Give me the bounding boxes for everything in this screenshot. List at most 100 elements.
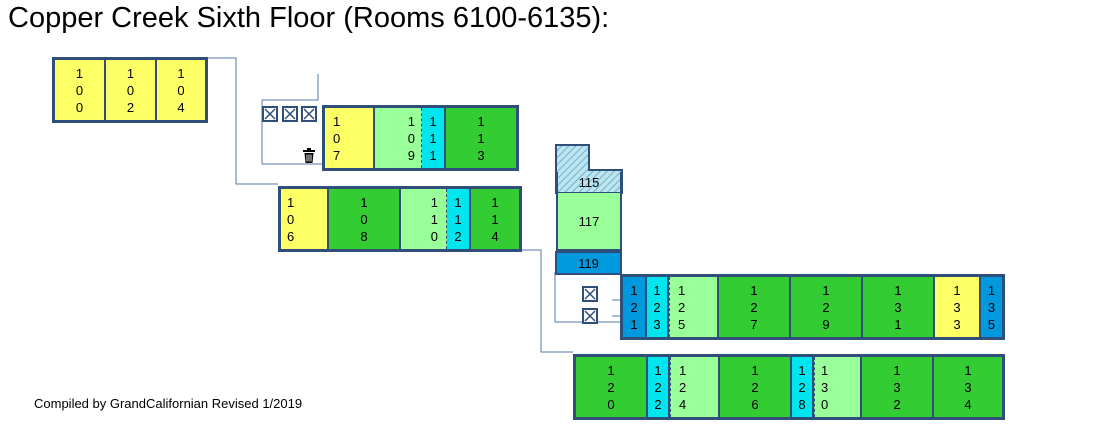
room-number-digit: 6: [287, 228, 295, 244]
room-number-digit: 1: [360, 194, 368, 210]
room-number-digit: 1: [893, 362, 901, 378]
room-number-digit: 9: [407, 147, 415, 163]
room-number-digit: 0: [177, 82, 185, 98]
room-115[interactable]: 115: [556, 172, 622, 194]
room-number-digit: 2: [893, 396, 901, 412]
room-number-digit: 2: [822, 299, 830, 315]
room-number-digit: 2: [654, 396, 662, 412]
room-number-digit: 1: [491, 211, 499, 227]
room-number-digit: 1: [630, 316, 638, 332]
closed-box-icon: [301, 106, 317, 122]
room-number-digit: 1: [894, 316, 902, 332]
hallway-line: [207, 57, 278, 185]
room-number-digit: 1: [454, 211, 462, 227]
room-number-digit: 1: [798, 362, 806, 378]
room-number-digit: 8: [360, 228, 368, 244]
room-number-digit: 1: [750, 282, 758, 298]
hallway-line: [261, 74, 322, 165]
room-number-digit: 1: [430, 211, 438, 227]
room-number-digit: 1: [430, 194, 438, 210]
room-number-digit: 6: [751, 396, 759, 412]
room-number-digit: 2: [798, 379, 806, 395]
room-number-digit: 1: [454, 194, 462, 210]
room-number-digit: 1: [894, 282, 902, 298]
room-number-digit: 0: [287, 211, 295, 227]
room-number-digit: 1: [75, 65, 84, 81]
room-119[interactable]: 119: [555, 251, 622, 275]
room-number-digit: 3: [953, 316, 961, 332]
room-number-digit: 2: [750, 299, 758, 315]
room-number-digit: 1: [953, 282, 961, 298]
room-number-digit: 3: [653, 316, 661, 332]
hallway-line: [554, 272, 620, 323]
room-number-digit: 1: [429, 130, 437, 146]
room-number-digit: 0: [607, 396, 615, 412]
room-number-digit: 1: [429, 113, 437, 129]
page-title: Copper Creek Sixth Floor (Rooms 6100-613…: [8, 2, 610, 34]
room-number-digit: 1: [333, 113, 341, 129]
room-number-digit: 3: [477, 147, 485, 163]
room-number-digit: 0: [821, 396, 829, 412]
room-number-digit: 4: [964, 396, 972, 412]
room-number-digit: 3: [953, 299, 961, 315]
room-number-digit: 2: [630, 299, 638, 315]
closed-box-icon: [262, 106, 278, 122]
room-number-digit: 1: [679, 362, 687, 378]
closed-box-icon: [582, 286, 598, 302]
room-number-digit: 1: [678, 282, 686, 298]
room-number-digit: 4: [491, 228, 499, 244]
room-number-digit: 2: [653, 299, 661, 315]
room-number-digit: 8: [798, 396, 806, 412]
closed-box-icon: [582, 308, 598, 324]
room-number-digit: 1: [987, 282, 996, 298]
room-number-digit: 2: [454, 228, 462, 244]
room-number-digit: 3: [893, 379, 901, 395]
trash-icon: [303, 148, 315, 163]
room-number-digit: 1: [607, 362, 615, 378]
room-number-digit: 1: [654, 362, 662, 378]
room-number-digit: 1: [751, 362, 759, 378]
room-number-digit: 2: [126, 99, 135, 115]
room-number-digit: 2: [607, 379, 615, 395]
room-number-digit: 5: [678, 316, 686, 332]
room-number-digit: 2: [678, 299, 686, 315]
room-number-digit: 2: [679, 379, 687, 395]
room-number-digit: 1: [477, 113, 485, 129]
room-number-digit: 9: [822, 316, 830, 332]
room-number-digit: 7: [333, 147, 341, 163]
room-number-digit: 0: [126, 82, 135, 98]
room-number-digit: 5: [987, 316, 996, 332]
room-117[interactable]: 117: [556, 193, 622, 251]
room-number-digit: 0: [430, 228, 438, 244]
